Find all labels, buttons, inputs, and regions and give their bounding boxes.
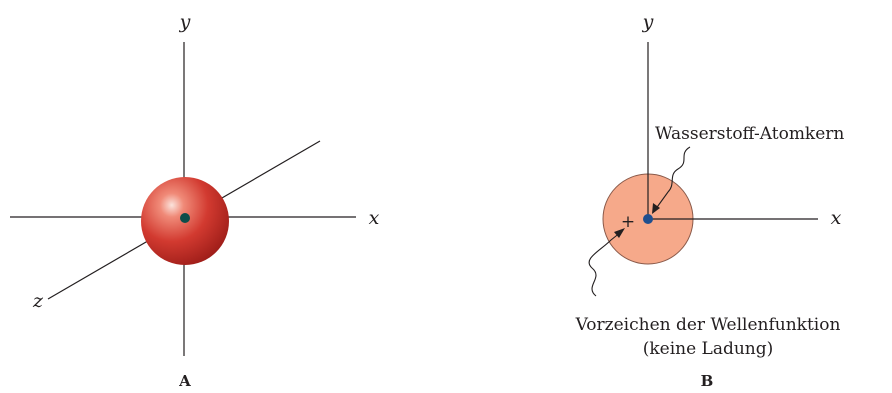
sign-label-line2: (keine Ladung)	[643, 339, 774, 359]
y-axis-label-a: y	[179, 11, 191, 33]
sign-label-line1: Vorzeichen der Wellenfunktion	[575, 315, 841, 335]
z-axis-label-a: z	[32, 290, 44, 312]
panel-a: y x z A	[10, 11, 380, 390]
panel-label-a: A	[178, 372, 191, 390]
nucleus-label: Wasserstoff-Atomkern	[655, 124, 844, 144]
nucleus-a	[180, 213, 190, 223]
y-axis-label-b: y	[642, 11, 654, 33]
nucleus-b	[643, 214, 653, 224]
x-axis-label-a: x	[369, 207, 380, 229]
x-axis-label-b: x	[831, 207, 842, 229]
panel-b: + y x Wasserstoff-Atomkern Vorzeichen de…	[575, 11, 845, 390]
panel-label-b: B	[701, 372, 714, 390]
